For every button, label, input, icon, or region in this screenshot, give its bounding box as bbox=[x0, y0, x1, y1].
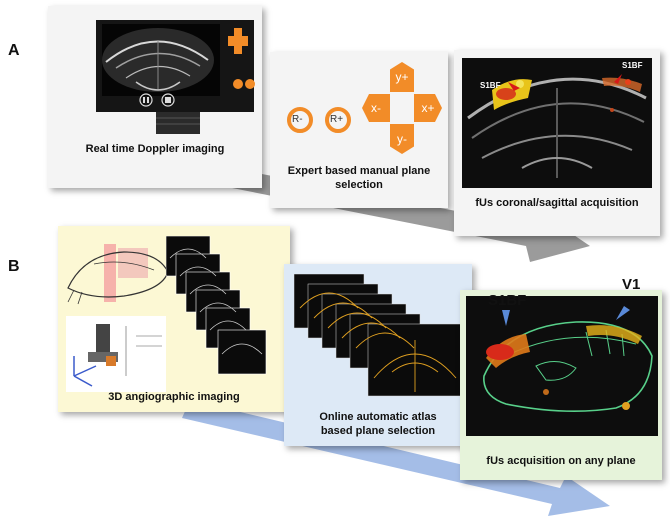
s1bf-left-label: S1BF bbox=[480, 81, 501, 90]
panel-a1-caption: Real time Doppler imaging bbox=[85, 143, 225, 155]
panel-atlas-plane-selection: Online automatic atlas based plane selec… bbox=[284, 264, 472, 446]
panel-b2-caption-line1: Online automatic atlas bbox=[319, 411, 437, 423]
panel-manual-plane-selection: R- R+ y+ y- x- x+ Expert based manual pl… bbox=[270, 52, 448, 208]
s1bf-label: S1BF bbox=[488, 292, 527, 309]
rotate-minus-icon: R- bbox=[292, 114, 303, 125]
panel-fus-any-plane: S1BF V1 fUs acquisition on any plane bbox=[460, 276, 662, 480]
panel-a3-caption: fUs coronal/sagittal acquisition bbox=[475, 197, 639, 209]
rotate-plus-icon: R+ bbox=[330, 114, 344, 125]
panel-realtime-doppler: Real time Doppler imaging bbox=[48, 6, 262, 188]
row-b-label: B bbox=[8, 258, 20, 275]
rodent-head-sketch bbox=[67, 244, 169, 305]
panel-a2-caption-line2: selection bbox=[335, 179, 383, 191]
row-a-label: A bbox=[8, 42, 20, 59]
panel-3d-angiographic-imaging: 3D angiographic imaging bbox=[58, 226, 290, 412]
angiographic-slice-stack bbox=[166, 236, 267, 375]
s1bf-right-label: S1BF bbox=[622, 61, 643, 70]
panel-fus-coronal-acquisition: S1BF S1BF fUs coronal/sagittal acquisiti… bbox=[454, 50, 660, 236]
fus-sagittal-image bbox=[466, 296, 658, 436]
doppler-monitor bbox=[96, 20, 255, 134]
fus-coronal-image bbox=[462, 58, 652, 188]
panel-b2-caption-line2: based plane selection bbox=[320, 425, 436, 437]
panel-b1-caption: 3D angiographic imaging bbox=[108, 391, 240, 403]
panel-b3-caption: fUs acquisition on any plane bbox=[486, 455, 636, 467]
atlas-slice-stack bbox=[294, 274, 463, 397]
v1-label: V1 bbox=[622, 276, 641, 293]
pad-down-button: y- bbox=[390, 124, 414, 154]
pad-up-button: y+ bbox=[390, 62, 414, 92]
panel-a2-caption-line1: Expert based manual plane bbox=[287, 165, 431, 177]
rotate-controls bbox=[287, 107, 351, 133]
probe-setup-sketch bbox=[66, 316, 166, 392]
